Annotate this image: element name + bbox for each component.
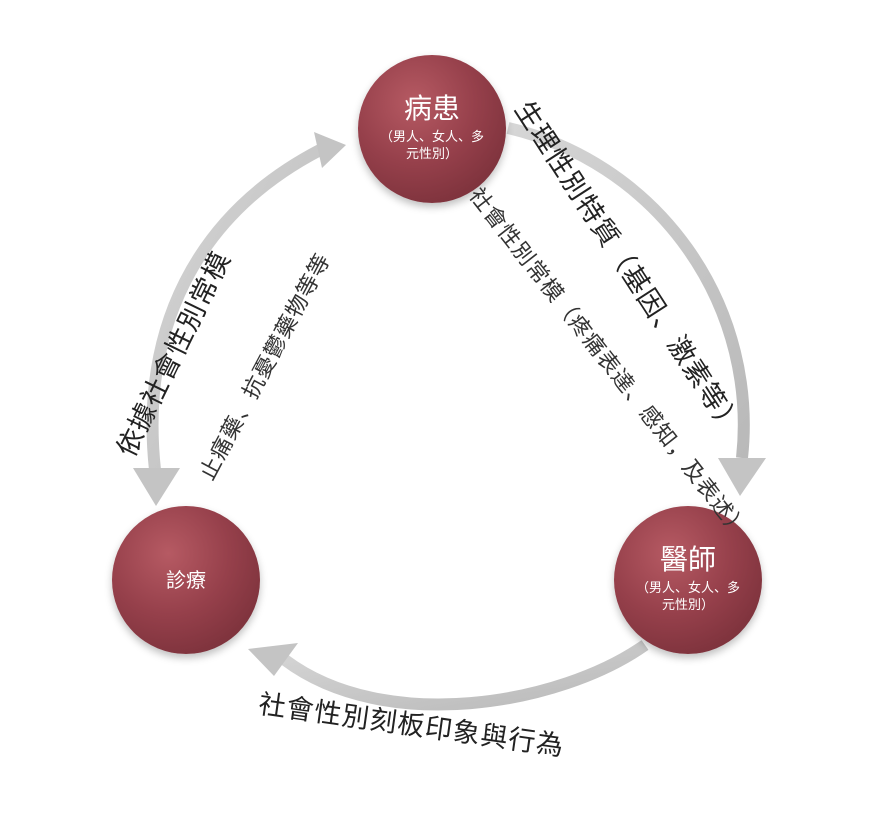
treatment-title: 診療 [166, 568, 206, 592]
arrowhead-patient-to-doctor [718, 458, 766, 496]
patient-subtitle: （男人、女人、多元性別） [379, 129, 484, 163]
arrowhead-doctor-to-treatment [248, 643, 298, 676]
patient-node: 病患 （男人、女人、多元性別） [358, 55, 506, 203]
arrow-treatment-to-patient [146, 144, 323, 471]
arrowhead-into-treatment [133, 468, 180, 506]
treatment-node: 診療 [112, 506, 260, 654]
arrowhead-treatment-to-patient [314, 132, 346, 168]
doctor-subtitle: （男人、女人、多元性別） [635, 580, 740, 614]
doctor-node: 醫師 （男人、女人、多元性別） [614, 506, 762, 654]
arrow-doctor-to-treatment [281, 640, 649, 711]
doctor-title: 醫師 [659, 543, 716, 577]
arrow-patient-to-doctor [506, 122, 750, 459]
patient-title: 病患 [403, 92, 460, 126]
